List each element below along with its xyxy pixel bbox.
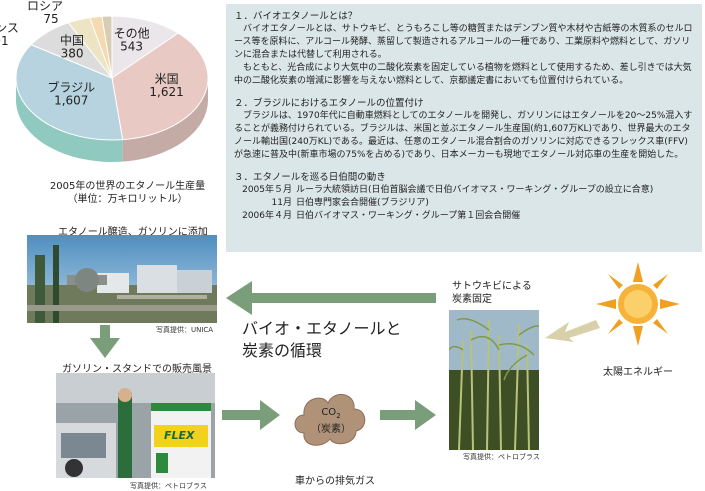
refinery-credit: 写真提供：UNICA [156,326,214,334]
sun-caption: 太陽エネルギー [603,367,673,378]
production-pie-chart: その他543米国1,621ブラジル1,607中国380インド170フランス91ロ… [0,0,209,162]
co2-carbon: （炭素） [311,424,351,435]
info-box: １．バイオエタノールとは？ バイオエタノールとは、サトウキビ、とうもろこし等の糖… [226,4,702,252]
section1-paragraph2: もともと、光合成により大気中の二酸化炭素を固定している植物を燃料として使用するた… [234,63,692,86]
co2-text: CO [321,407,337,418]
pie-slice-2 [15,44,124,141]
pie-label-value-2: 1,607 [54,94,88,108]
timeline-text: 日伯専門家会合開催(ブラジリア) [296,198,429,208]
arrow-to-station [90,325,120,358]
co2-label: CO2 （炭素） [306,406,356,436]
pie-label-name-0: その他 [114,26,150,40]
timeline-row: 2006年４月 日伯バイオマス・ワーキング・グループ第１回会合開催 [234,210,694,223]
cane-caption: サトウキビによる 炭素固定 [452,280,532,306]
pie-label-name-2: ブラジル [47,80,95,95]
pie-label-name-5: フランス [0,21,19,35]
sun-icon [596,262,680,346]
pie-title: 2005年の世界のエタノール生産量 [49,181,206,192]
timeline-row: 11月 日伯専門家会合開催(ブラジリア) [234,197,694,210]
timeline-date: 2005年５月 [242,185,292,195]
pie-slice-1 [111,32,209,141]
pie-caption: 2005年の世界のエタノール生産量 （単位：万キロリットル） [25,180,230,206]
station-credit: 写真提供：ペトロブラス [130,482,207,490]
flex-sign: FLEX [164,429,195,442]
pie-label-value-0: 543 [120,39,143,53]
sugarcane-photo [449,310,539,450]
pie-slice-0 [111,15,180,79]
pie-label-value-5: 91 [0,34,9,48]
pie-side-1 [122,78,208,162]
arrow-to-refinery [226,281,436,315]
section1-paragraph1: バイオエタノールとは、サトウキビ、とうもろこし等の糖質またはデンプン質や木材や古… [234,24,693,60]
section2-title: ２．ブラジルにおけるエタノールの位置付け [234,98,424,109]
arrow-to-co2 [222,400,280,430]
timeline-row: 2005年５月 ルーラ大統領訪日(日伯首脳会議で日伯バイオマス・ワーキング・グル… [234,184,694,197]
pie-label-name-6: ロシア [27,0,63,13]
pie-label-value-6: 75 [43,12,58,26]
pie-label-name-1: 米国 [155,72,179,86]
pie-label-name-3: 中国 [60,32,84,47]
cane-caption-line2: 炭素固定 [452,294,492,305]
pie-label-value-1: 1,621 [149,85,183,99]
section1-title: １．バイオエタノールとは？ [234,11,358,22]
timeline-date: 11月 [271,198,292,208]
pie-label-value-3: 380 [61,46,84,60]
cane-credit: 写真提供：ペトロブラス [463,453,540,461]
timeline: 2005年５月 ルーラ大統領訪日(日伯首脳会議で日伯バイオマス・ワーキング・グル… [234,184,694,223]
station-caption: ガソリン・スタンドでの販売風景 [62,364,212,375]
arrow-sun-to-cane [545,320,600,342]
section2-paragraph: ブラジルは、1970年代に自動車燃料としてのエタノールを開発し、ガソリンにはエタ… [234,111,693,160]
timeline-date: 2006年４月 [242,211,292,221]
co2-subscript: 2 [336,412,341,420]
cycle-title-line2: 炭素の循環 [242,341,323,360]
pie-side-2 [16,78,123,162]
co2-cloud [294,394,366,446]
section3-title: ３．エタノールを巡る日伯間の動き [234,172,386,183]
timeline-text: ルーラ大統領訪日(日伯首脳会議で日伯バイオマス・ワーキング・グループの設立に合意… [296,185,654,195]
cycle-title-line1: バイオ・エタノールと [242,319,402,338]
exhaust-caption: 車からの排気ガス [295,476,375,487]
station-photo: FLEX [56,373,215,478]
refinery-photo [27,235,217,323]
pie-unit: （単位：万キロリットル） [67,194,188,205]
cycle-title: バイオ・エタノールと 炭素の循環 [242,318,402,362]
timeline-text: 日伯バイオマス・ワーキング・グループ第１回会合開催 [296,211,521,221]
arrow-to-sugarcane [380,400,436,430]
cane-caption-line1: サトウキビによる [452,281,532,292]
refinery-caption: エタノール醸造、ガソリンに添加 [58,227,208,238]
pie-slice-6 [101,15,113,79]
